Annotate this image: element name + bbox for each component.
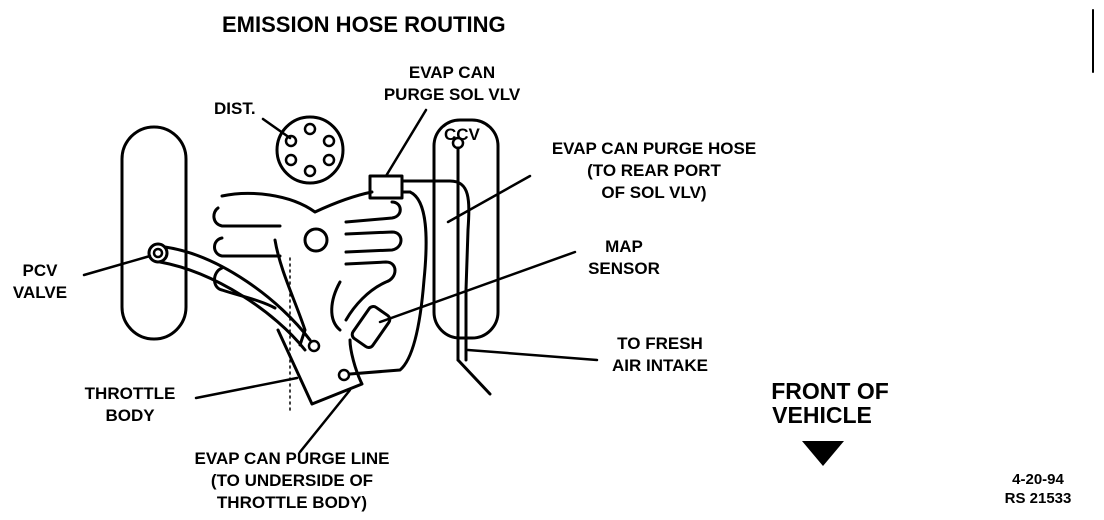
engine-drawing [120,115,500,413]
pcv-valve [147,242,169,264]
purge-hose [408,179,471,362]
label-dist: DIST. [214,99,256,118]
label-evap-can-purge-hose: EVAP CAN PURGE HOSE (TO REAR PORT OF SOL… [552,139,756,202]
label-pcv-valve: PCV VALVE [13,261,67,302]
leader-lines [82,108,599,454]
svg-text:RS 21533: RS 21533 [1005,490,1072,507]
label-ccv: CCV [444,125,481,144]
purge-solenoid [368,174,404,200]
down-arrow-icon [802,441,844,466]
label-front-of-vehicle: FRONT OF VEHICLE [771,378,889,428]
intake-manifold [212,190,403,413]
svg-text:EVAP CAN PURGE HOSE: EVAP CAN PURGE HOSE [552,139,756,158]
label-throttle-body: THROTTLE BODY [85,384,176,425]
svg-text:(TO REAR PORT: (TO REAR PORT [587,161,721,180]
svg-text:4-20-94: 4-20-94 [1012,471,1064,488]
left-air-cleaner [120,125,188,341]
svg-text:THROTTLE: THROTTLE [85,384,176,403]
svg-text:THROTTLE BODY): THROTTLE BODY) [217,493,367,512]
fresh-air-pipe [456,358,492,396]
svg-text:TO FRESH: TO FRESH [617,334,703,353]
purge-line [348,190,428,376]
svg-text:PURGE SOL VLV: PURGE SOL VLV [384,85,521,104]
svg-text:SENSOR: SENSOR [588,259,660,278]
diagram-title: EMISSION HOSE ROUTING [222,12,506,37]
label-evap-can-purge-sol-vlv: EVAP CAN PURGE SOL VLV [384,63,521,104]
svg-text:EVAP CAN PURGE LINE: EVAP CAN PURGE LINE [195,449,390,468]
svg-text:FRONT OF: FRONT OF [771,378,889,404]
svg-text:VALVE: VALVE [13,283,67,302]
svg-text:EVAP CAN: EVAP CAN [409,63,495,82]
svg-text:BODY: BODY [105,406,155,425]
svg-text:PCV: PCV [23,261,59,280]
footer-ref: 4-20-94 RS 21533 [1005,471,1072,507]
distributor [275,115,345,185]
pcv-hose [163,245,312,342]
svg-text:OF SOL VLV): OF SOL VLV) [601,183,706,202]
svg-text:MAP: MAP [605,237,643,256]
label-to-fresh-air-intake: TO FRESH AIR INTAKE [612,334,708,375]
svg-text:(TO UNDERSIDE OF: (TO UNDERSIDE OF [211,471,373,490]
label-evap-can-purge-line: EVAP CAN PURGE LINE (TO UNDERSIDE OF THR… [195,449,390,512]
svg-text:AIR INTAKE: AIR INTAKE [612,356,708,375]
label-map-sensor: MAP SENSOR [588,237,660,278]
svg-text:VEHICLE: VEHICLE [772,402,872,428]
ccv-canister [432,118,500,340]
